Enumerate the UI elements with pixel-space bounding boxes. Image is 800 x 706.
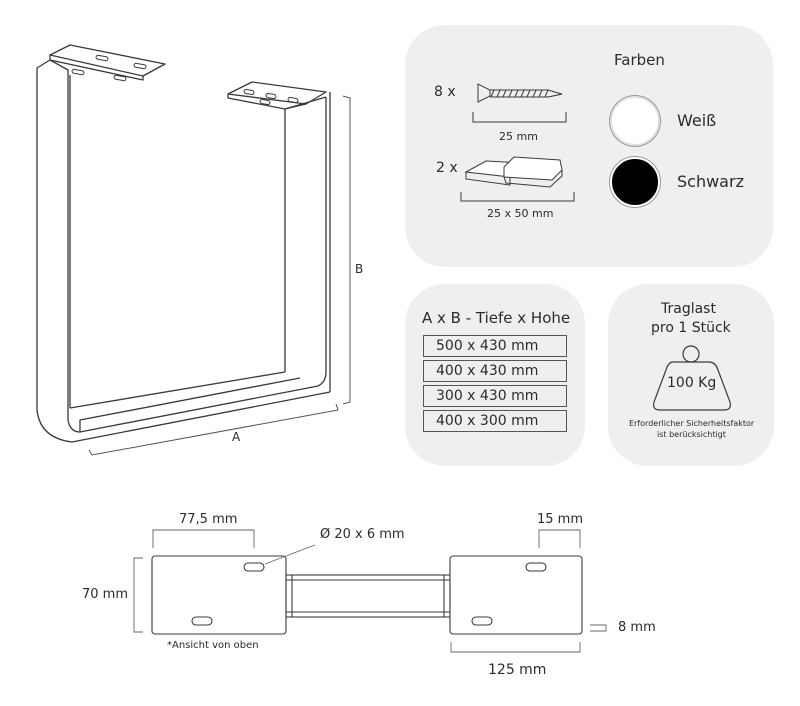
- dimension-right-width: 15 mm: [537, 512, 584, 527]
- colors-title: Farben: [614, 51, 665, 69]
- dimension-plate-length: 125 mm: [488, 662, 547, 678]
- screw-size: 25 mm: [499, 130, 538, 143]
- swatch-black-label: Schwarz: [677, 172, 744, 191]
- swatch-white-label: Weiß: [677, 111, 717, 130]
- sizes-card: [405, 284, 585, 466]
- load-title-line1: Traglast: [661, 301, 716, 317]
- frame-leg-drawing: [36, 44, 351, 456]
- swatch-black: [610, 157, 660, 207]
- screw-quantity: 8 x: [434, 84, 456, 100]
- size-row: 400 x 300 mm: [423, 410, 567, 432]
- swatch-white: [610, 96, 660, 146]
- dimension-height: 70 mm: [82, 587, 129, 602]
- load-note-line2: ist berücksichtigt: [657, 430, 726, 439]
- dimension-label-a: A: [232, 430, 241, 444]
- sizes-title: A x B - Tiefe x Hohe: [422, 309, 571, 327]
- pad-size: 25 x 50 mm: [487, 207, 554, 220]
- size-row: 300 x 430 mm: [423, 385, 567, 407]
- load-weight: 100 Kg: [667, 375, 717, 391]
- size-row: 500 x 430 mm: [423, 335, 567, 357]
- dimension-thickness: 8 mm: [618, 620, 656, 635]
- dimension-label-b: B: [355, 262, 364, 276]
- size-row: 400 x 430 mm: [423, 360, 567, 382]
- load-note-line1: Erforderlicher Sicherheitsfaktor: [629, 419, 755, 428]
- load-title-line2: pro 1 Stück: [651, 320, 731, 336]
- dimension-left-width: 77,5 mm: [179, 512, 238, 527]
- pad-quantity: 2 x: [436, 160, 458, 176]
- top-view-note: *Ansicht von oben: [167, 640, 259, 651]
- accessories-colors-card: [405, 25, 773, 267]
- dimension-hole: Ø 20 x 6 mm: [320, 527, 405, 542]
